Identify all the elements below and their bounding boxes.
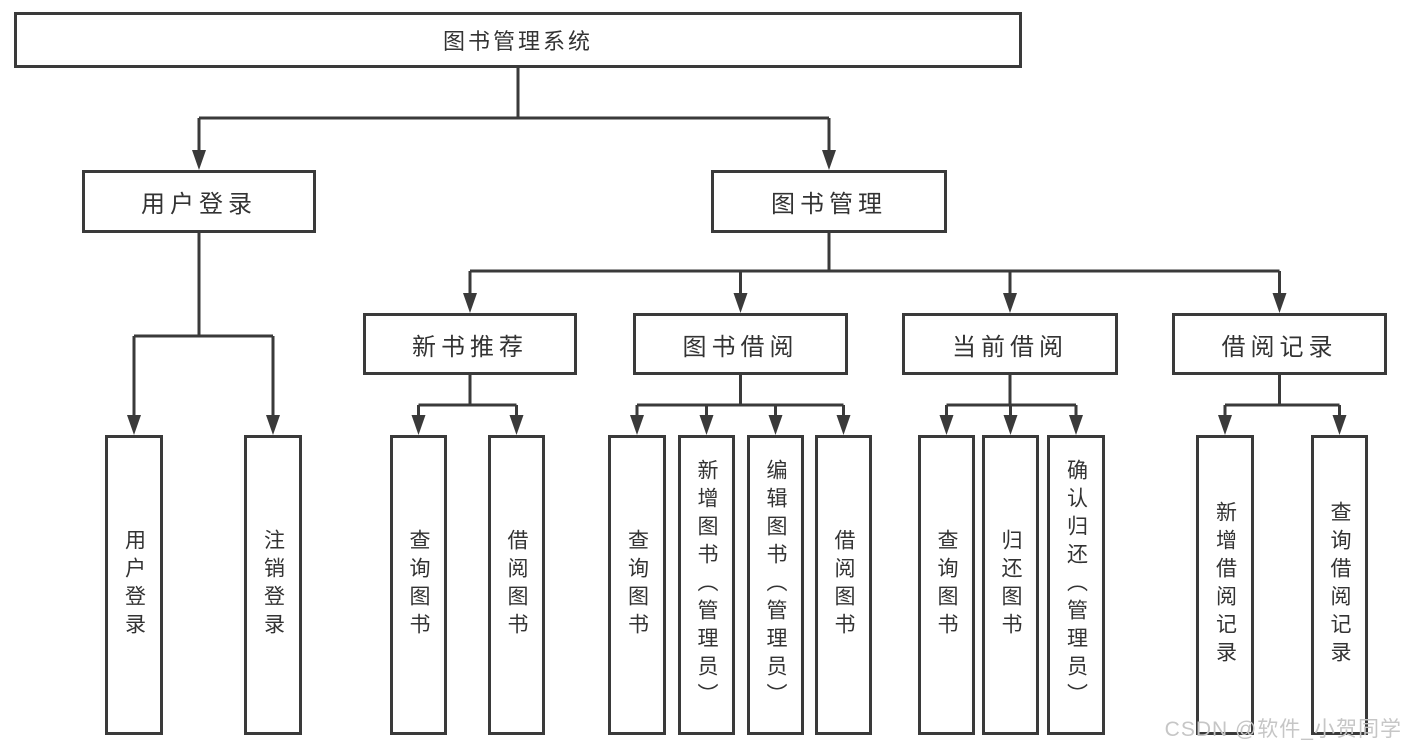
connector-user-login-to-children <box>127 233 280 435</box>
leaf-return-books: 归还图书 <box>982 435 1039 735</box>
node-book-borrow: 图书借阅 <box>633 313 848 375</box>
connector-borrow-records-to-children <box>1218 375 1347 435</box>
csdn-watermark: CSDN @软件_小贺同学 <box>1164 718 1402 741</box>
connector-new-book-to-children <box>411 375 524 435</box>
leaf-query-books-current: 查询图书 <box>918 435 975 735</box>
node-new-book-recommend: 新书推荐 <box>363 313 577 375</box>
connector-current-borrow-to-children <box>939 375 1083 435</box>
leaf-borrow-books-recommend: 借阅图书 <box>488 435 545 735</box>
connector-root-to-level2 <box>192 68 836 170</box>
connector-book-borrow-to-children <box>630 375 851 435</box>
leaf-user-login: 用户登录 <box>105 435 163 735</box>
node-current-borrow: 当前借阅 <box>902 313 1118 375</box>
leaf-borrow-books-borrow: 借阅图书 <box>815 435 872 735</box>
leaf-logout: 注销登录 <box>244 435 302 735</box>
leaf-edit-books-admin: 编辑图书（管理员） <box>747 435 804 735</box>
node-book-management: 图书管理 <box>711 170 947 233</box>
leaf-query-books-borrow: 查询图书 <box>608 435 666 735</box>
node-borrow-records: 借阅记录 <box>1172 313 1387 375</box>
node-user-login: 用户登录 <box>82 170 316 233</box>
leaf-add-borrow-record: 新增借阅记录 <box>1196 435 1254 735</box>
node-library-management-system: 图书管理系统 <box>14 12 1022 68</box>
connector-book-mgmt-to-level3 <box>463 233 1287 313</box>
leaf-confirm-return-admin: 确认归还（管理员） <box>1047 435 1105 735</box>
leaf-query-books-recommend: 查询图书 <box>390 435 447 735</box>
leaf-query-borrow-record: 查询借阅记录 <box>1311 435 1368 735</box>
leaf-add-books-admin: 新增图书（管理员） <box>678 435 735 735</box>
